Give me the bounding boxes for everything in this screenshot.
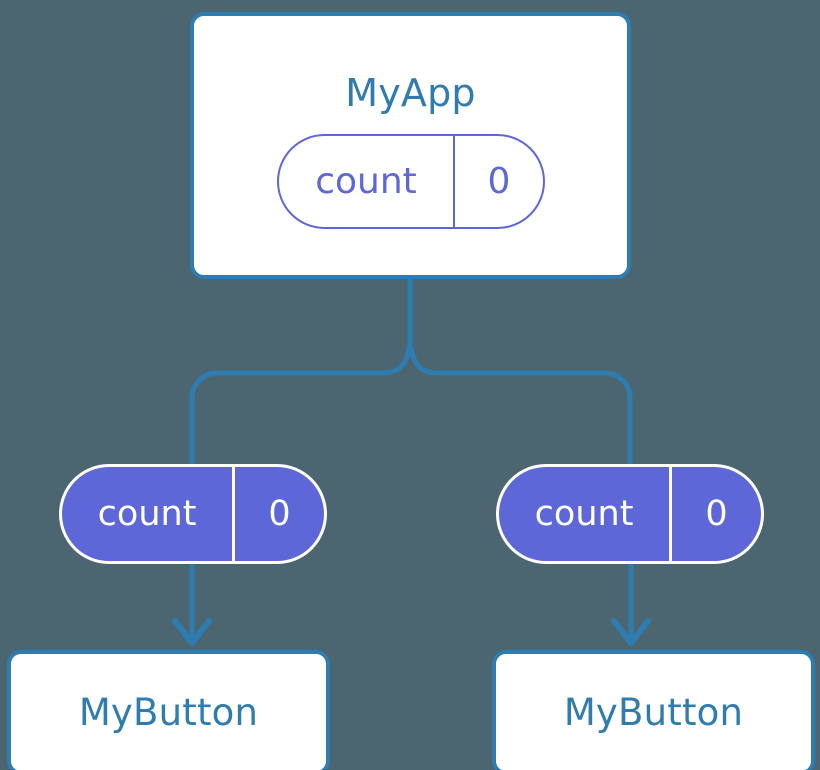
state-value-label: 0 bbox=[232, 467, 324, 561]
connector-fork-to-right-state bbox=[408, 345, 633, 466]
state-key-label: count bbox=[97, 493, 197, 534]
state-key-label: count bbox=[315, 160, 417, 202]
component-node-mybutton-left[interactable]: MyButton bbox=[7, 650, 330, 770]
component-label-mybutton: MyButton bbox=[78, 691, 259, 734]
component-node-mybutton-right[interactable]: MyButton bbox=[492, 650, 815, 770]
state-value-label: 0 bbox=[669, 467, 761, 561]
connector-fork-to-left-state bbox=[189, 345, 412, 466]
state-pill-mybutton-left-count[interactable]: count 0 bbox=[59, 464, 327, 564]
arrowhead-left-icon bbox=[172, 618, 212, 646]
state-key-label: count bbox=[534, 493, 634, 534]
state-value-label: 0 bbox=[453, 136, 543, 227]
component-label-mybutton: MyButton bbox=[563, 691, 744, 734]
component-label-myapp: MyApp bbox=[345, 71, 476, 115]
state-pill-myapp-count[interactable]: count 0 bbox=[277, 134, 545, 229]
state-pill-mybutton-right-count[interactable]: count 0 bbox=[496, 464, 764, 564]
arrowhead-right-icon bbox=[611, 618, 651, 646]
